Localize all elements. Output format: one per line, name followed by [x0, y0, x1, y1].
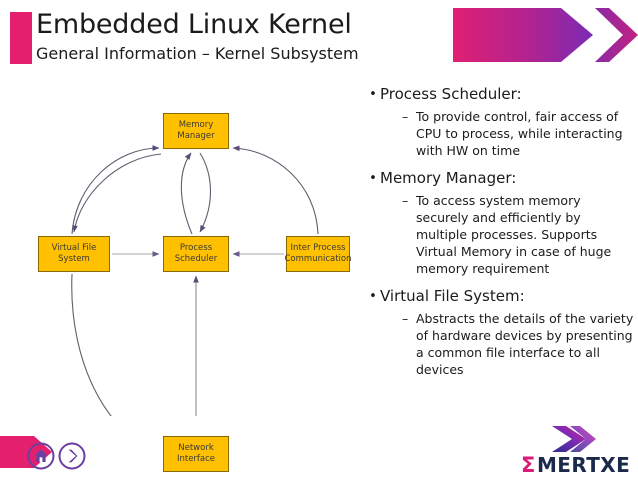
page-subtitle: General Information – Kernel Subsystem [36, 44, 359, 63]
topic-detail-text: To provide control, fair access of CPU t… [416, 109, 623, 158]
topic-detail-text: Abstracts the details of the variety of … [416, 311, 634, 377]
topic-detail: – Abstracts the details of the variety o… [402, 310, 634, 378]
bullet-glyph: • [369, 289, 377, 304]
bullet-glyph: • [369, 87, 377, 102]
edge-memory-to-vfs [72, 153, 162, 233]
diagram-node-inter-process-communication[interactable]: Inter Process Communication [284, 236, 352, 272]
node-label-line2: Manager [177, 131, 215, 141]
footer-nav [27, 442, 86, 470]
chevron-right-icon[interactable] [58, 442, 86, 470]
logo-wordmark: MERTXE [537, 453, 630, 476]
node-label-line1: Network [178, 442, 214, 453]
edge-vfs-to-memory [71, 145, 160, 235]
diagram-connectors [71, 145, 319, 416]
topic-title: Process Scheduler: [380, 85, 522, 103]
topic-virtual-file-system: • Virtual File System: – Abstracts the d… [366, 286, 634, 378]
edge-scheduler-to-memory [180, 152, 193, 235]
node-label-line1: Process [179, 242, 213, 253]
topic-detail: – To provide control, fair access of CPU… [402, 108, 634, 159]
node-label-line2: Communication [284, 254, 352, 264]
topic-memory-manager: • Memory Manager: – To access system mem… [366, 168, 634, 277]
content-list: • Process Scheduler: – To provide contro… [366, 84, 634, 387]
sub-glyph: – [402, 311, 409, 326]
topic-title: Virtual File System: [380, 287, 525, 305]
edge-ipc-to-memory [232, 145, 319, 235]
diagram-node-virtual-file-system[interactable]: Virtual File System [38, 236, 110, 272]
diagram-node-process-scheduler[interactable]: Process Scheduler [163, 236, 229, 272]
chevron-right-banner-icon [595, 8, 638, 62]
header-arrow-banner [453, 8, 638, 62]
home-icon[interactable] [27, 442, 55, 470]
sub-glyph: – [402, 109, 409, 124]
node-label-line1: Virtual File [51, 242, 97, 253]
edge-vfs-to-network [71, 273, 112, 416]
title-block: Embedded Linux Kernel General Informatio… [36, 8, 456, 65]
diagram-node-memory-manager[interactable]: Memory Manager [163, 113, 229, 149]
node-label-line2: Interface [176, 454, 216, 464]
topic-detail: – To access system memory securely and e… [402, 192, 634, 277]
kernel-subsystem-diagram: Memory Manager Virtual File System Proce… [0, 86, 362, 472]
topic-process-scheduler: • Process Scheduler: – To provide contro… [366, 84, 634, 159]
logo-chevron-icon [552, 426, 596, 452]
emertxe-logo: Σ MERTXE [521, 426, 630, 476]
title-accent-bar [10, 12, 32, 64]
edge-memory-to-scheduler [199, 152, 212, 233]
bullet-glyph: • [369, 171, 377, 186]
page-title: Embedded Linux Kernel [36, 9, 352, 40]
diagram-node-network-interface[interactable]: Network Interface [163, 436, 229, 472]
sub-glyph: – [402, 193, 409, 208]
topic-title: Memory Manager: [380, 169, 517, 187]
topic-heading: • Virtual File System: [366, 286, 634, 307]
node-label-line1: Inter Process [290, 242, 346, 253]
node-label-line1: Memory [178, 119, 214, 130]
banner-arrow-shape [453, 8, 593, 62]
node-label-line2: System [58, 254, 90, 264]
topic-detail-text: To access system memory securely and eff… [416, 193, 612, 276]
topic-heading: • Process Scheduler: [366, 84, 634, 105]
logo-sigma: Σ [521, 453, 535, 476]
topic-heading: • Memory Manager: [366, 168, 634, 189]
node-label-line2: Scheduler [174, 254, 218, 264]
